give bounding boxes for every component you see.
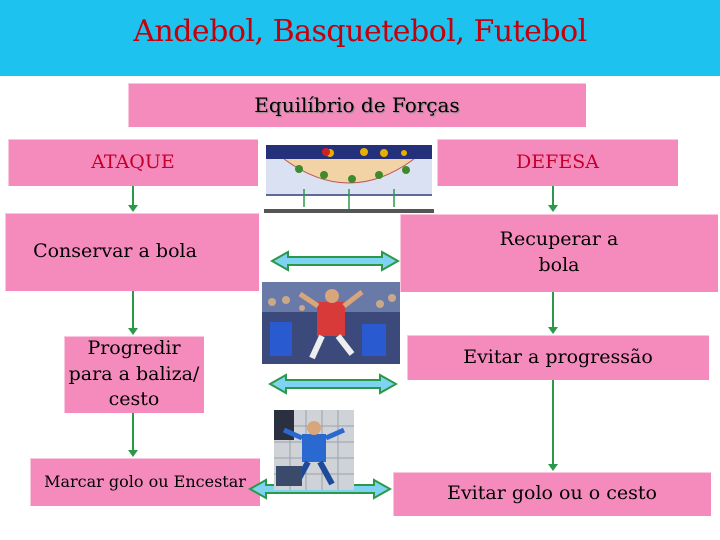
defense-arrow-3-head bbox=[548, 464, 558, 471]
page-title: Andebol, Basquetebol, Futebol bbox=[133, 14, 587, 49]
attack-item-2-box: Progredir para a baliza/ cesto bbox=[64, 336, 204, 413]
attack-arrow-1-line bbox=[132, 186, 134, 206]
attack-item-3: Marcar golo ou Encestar bbox=[44, 472, 246, 492]
attack-heading: ATAQUE bbox=[91, 150, 175, 173]
subtitle-box: Equilíbrio de Forças bbox=[128, 83, 586, 127]
attack-heading-box: ATAQUE bbox=[8, 139, 258, 186]
attack-arrow-3-line bbox=[132, 413, 134, 451]
court-diagram bbox=[264, 137, 434, 213]
double-arrow-1 bbox=[270, 250, 400, 272]
attack-arrow-1-head bbox=[128, 205, 138, 212]
defense-item-3-box: Evitar golo ou o cesto bbox=[393, 472, 711, 516]
defense-heading: DEFESA bbox=[516, 150, 599, 173]
defense-arrow-2-line bbox=[552, 292, 554, 328]
attack-item-1: Conservar a bola bbox=[33, 240, 197, 263]
defense-item-3: Evitar golo ou o cesto bbox=[447, 482, 657, 505]
attack-item-2: Progredir para a baliza/ cesto bbox=[68, 337, 200, 411]
defense-item-2: Evitar a progressão bbox=[463, 345, 653, 368]
defense-arrow-3-line bbox=[552, 380, 554, 465]
handball-jump-photo bbox=[262, 282, 400, 364]
attack-arrow-2-line bbox=[132, 291, 134, 329]
attack-item-1-box: Conservar a bola bbox=[5, 213, 259, 291]
double-arrow-2 bbox=[268, 373, 398, 395]
defense-arrow-2-head bbox=[548, 327, 558, 334]
attack-item-3-box: Marcar golo ou Encestar bbox=[30, 458, 260, 506]
defense-item-2-box: Evitar a progressão bbox=[407, 335, 709, 380]
header-bar bbox=[0, 0, 720, 76]
goalkeeper-photo bbox=[274, 410, 354, 490]
attack-arrow-3-head bbox=[128, 450, 138, 457]
defense-item-1-box: Recuperar a bola bbox=[400, 214, 718, 292]
defense-arrow-1-line bbox=[552, 186, 554, 206]
defense-item-1: Recuperar a bola bbox=[499, 228, 619, 276]
defense-arrow-1-head bbox=[548, 205, 558, 212]
attack-arrow-2-head bbox=[128, 328, 138, 335]
defense-heading-box: DEFESA bbox=[437, 139, 678, 186]
subtitle-text: Equilíbrio de Forças bbox=[254, 93, 460, 117]
